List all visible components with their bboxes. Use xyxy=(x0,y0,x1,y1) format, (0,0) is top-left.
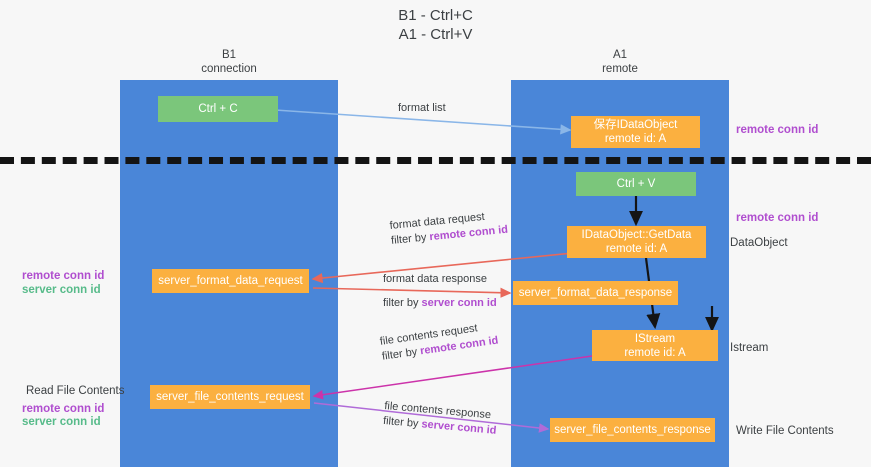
diagram-title-line-1: B1 - Ctrl+C xyxy=(398,7,473,24)
right-label-remote-conn-id-mid: remote conn id xyxy=(736,212,819,224)
edge-label-file-contents-response: file contents response filter by server … xyxy=(382,399,498,439)
diagram-title: B1 - Ctrl+C A1 - Ctrl+V xyxy=(0,6,871,44)
box-server-file-contents-request-label: server_file_contents_request xyxy=(156,391,304,403)
left-label-remote-conn-id-bottom: remote conn id xyxy=(22,403,105,415)
edge-label-format-data-response: format data response filter by server co… xyxy=(383,272,497,311)
box-server-format-data-response-label: server_format_data_response xyxy=(518,287,673,299)
column-header-b1: B1 connection xyxy=(120,48,338,76)
left-label-server-conn-id-mid: server conn id xyxy=(22,284,101,296)
left-label-server-conn-id-bottom: server conn id xyxy=(22,416,101,428)
column-header-a1-role: remote xyxy=(602,63,638,75)
box-istream-line-2: remote id: A xyxy=(624,346,686,359)
box-save-idataobject-line-1: 保存IDataObject xyxy=(593,119,678,131)
filter-key-server-conn-id: server conn id xyxy=(421,297,497,309)
edge-label-format-data-request: format data request filter by remote con… xyxy=(389,208,509,249)
box-istream-line-1: IStream xyxy=(634,332,676,345)
box-ctrl-c[interactable]: Ctrl + C xyxy=(158,96,278,122)
box-idataobject-getdata[interactable]: IDataObject::GetData remote id: A xyxy=(567,226,706,258)
edge-label-file-contents-request: file contents request filter by remote c… xyxy=(379,319,499,365)
box-istream[interactable]: IStream remote id: A xyxy=(592,330,718,361)
edge-label-format-data-response-filter: filter by server conn id xyxy=(383,296,497,311)
filter-prefix: filter by xyxy=(381,345,422,363)
box-server-format-data-request-label: server_format_data_request xyxy=(158,275,303,287)
box-idataobject-getdata-line-1: IDataObject::GetData xyxy=(581,229,692,241)
box-server-format-data-request[interactable]: server_format_data_request xyxy=(152,269,309,293)
box-server-file-contents-request[interactable]: server_file_contents_request xyxy=(150,385,310,409)
diagram-title-line-2: A1 - Ctrl+V xyxy=(398,26,473,43)
right-label-dataobject: DataObject xyxy=(730,237,788,249)
edge-label-format-data-response-text: format data response xyxy=(383,273,487,285)
box-ctrl-v[interactable]: Ctrl + V xyxy=(576,172,696,196)
filter-prefix: filter by xyxy=(382,414,422,431)
column-header-a1: A1 remote xyxy=(511,48,729,76)
phase-divider xyxy=(0,157,871,164)
box-save-idataobject-line-2: remote id: A xyxy=(604,133,667,145)
left-label-read-file-contents: Read File Contents xyxy=(26,385,125,397)
column-header-a1-name: A1 xyxy=(612,49,628,61)
box-server-format-data-response[interactable]: server_format_data_response xyxy=(513,281,678,305)
box-save-idataobject[interactable]: 保存IDataObject remote id: A xyxy=(571,116,700,148)
box-server-file-contents-response[interactable]: server_file_contents_response xyxy=(550,418,715,442)
filter-prefix: filter by xyxy=(390,231,431,247)
column-header-b1-name: B1 xyxy=(221,49,237,61)
box-ctrl-c-label: Ctrl + C xyxy=(198,103,238,115)
box-server-file-contents-response-label: server_file_contents_response xyxy=(554,424,711,436)
edge-label-format-list: format list xyxy=(398,101,446,116)
filter-prefix: filter by xyxy=(383,297,422,309)
right-label-remote-conn-id-top: remote conn id xyxy=(736,124,819,136)
left-label-remote-conn-id-mid: remote conn id xyxy=(22,270,105,282)
column-header-b1-role: connection xyxy=(201,63,257,75)
box-idataobject-getdata-line-2: remote id: A xyxy=(605,243,668,255)
right-label-istream: Istream xyxy=(730,342,769,354)
right-label-write-file-contents: Write File Contents xyxy=(736,425,834,437)
box-ctrl-v-label: Ctrl + V xyxy=(616,178,656,190)
edge-label-format-list-text: format list xyxy=(398,102,446,114)
